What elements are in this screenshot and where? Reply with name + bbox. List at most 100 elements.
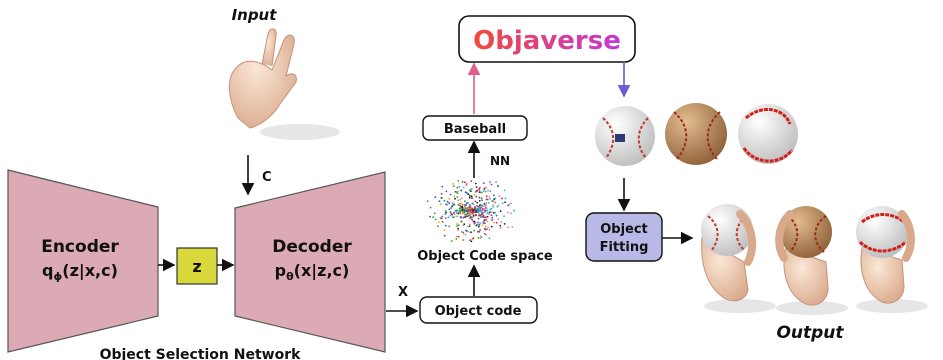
scatter-point (457, 229, 459, 232)
scatter-point (468, 214, 470, 217)
scatter-point (473, 229, 475, 232)
scatter-point (484, 190, 487, 193)
scatter-point (480, 197, 483, 200)
scatter-point (471, 209, 473, 212)
scatter-point (474, 211, 477, 214)
scatter-point (470, 212, 472, 215)
scatter-point (479, 229, 481, 231)
scatter-point (484, 215, 486, 218)
scatter-point (450, 212, 452, 215)
scatter-point (498, 195, 501, 198)
scatter-point (441, 217, 443, 220)
scatter-point (471, 238, 474, 241)
scatter-point (445, 203, 447, 206)
scatter-point (480, 213, 483, 216)
scatter-point (476, 209, 479, 211)
scatter-point (490, 219, 493, 222)
scatter-point (469, 209, 472, 212)
scatter-point (432, 216, 434, 219)
scatter-point (440, 192, 443, 195)
scatter-point (487, 226, 489, 229)
scatter-point (482, 190, 485, 192)
scatter-point (499, 227, 502, 230)
scatter-point (462, 232, 465, 235)
scatter-point (465, 183, 468, 185)
scatter-point (493, 221, 495, 224)
scatter-point (493, 194, 495, 197)
scatter-point (426, 200, 429, 203)
scatter-point (478, 207, 481, 210)
scatter-point (471, 216, 473, 219)
scatter-point (490, 211, 493, 213)
scatter-point (479, 206, 482, 209)
scatter-point (479, 213, 481, 216)
scatter-point (479, 222, 482, 224)
scatter-point (480, 211, 483, 214)
scatter-point (465, 204, 467, 206)
scatter-point (503, 223, 506, 225)
scatter-point (474, 182, 477, 185)
scatter-point (462, 186, 465, 189)
scatter-point (458, 207, 461, 210)
scatter-point (484, 225, 487, 228)
scatter-point (480, 209, 483, 212)
scatter-point (490, 214, 493, 217)
scatter-point (453, 213, 456, 216)
scatter-point (450, 240, 453, 242)
scatter-point (481, 208, 484, 210)
scatter-point (454, 197, 456, 200)
baseball-label: Baseball (444, 122, 506, 137)
scatter-point (491, 217, 494, 219)
scatter-point (452, 183, 455, 185)
scatter-point (468, 207, 470, 210)
scatter-point (511, 226, 514, 228)
scatter-point (479, 237, 482, 240)
scatter-point (503, 189, 506, 192)
scatter-point (453, 195, 456, 198)
scatter-point (469, 239, 471, 242)
scatter-point (481, 199, 483, 202)
input-hand-image (229, 28, 340, 140)
scatter-point (510, 212, 512, 215)
scatter-point (493, 198, 496, 201)
scatter-point (485, 186, 488, 189)
scatter-point (461, 206, 464, 209)
scatter-point (478, 204, 481, 207)
scatter-point (456, 212, 458, 215)
encoder-label: Encoder (41, 237, 119, 257)
scatter-point (495, 181, 497, 184)
scatter-point (468, 223, 471, 226)
nn-label: NN (490, 154, 510, 168)
scatter-point (478, 191, 481, 194)
scatter-point (456, 215, 459, 218)
scatter-point (475, 224, 478, 227)
scatter-point (441, 215, 444, 218)
scatter-point (488, 196, 491, 198)
scatter-point (463, 223, 466, 226)
scatter-point (460, 197, 463, 200)
scatter-point (488, 237, 491, 240)
retrieved-baseball-1 (595, 106, 655, 166)
encoder-block (7, 169, 159, 353)
scatter-point (474, 221, 476, 224)
scatter-point (478, 188, 480, 191)
scatter-point (449, 214, 452, 217)
scatter-point (459, 204, 462, 207)
scatter-point (463, 211, 466, 214)
scatter-point (485, 198, 488, 201)
scatter-point (455, 237, 458, 240)
scatter-point (494, 211, 497, 214)
scatter-point (468, 225, 471, 227)
scatter-point (451, 205, 453, 208)
scatter-point (459, 211, 462, 214)
scatter-point (456, 190, 459, 193)
scatter-point (460, 216, 463, 219)
scatter-point (486, 228, 488, 231)
scatter-point (464, 213, 467, 216)
scatter-point (500, 197, 503, 200)
scatter-point (473, 194, 476, 196)
scatter-point (478, 200, 481, 202)
scatter-point (484, 228, 487, 231)
condition-label: C (262, 170, 272, 185)
